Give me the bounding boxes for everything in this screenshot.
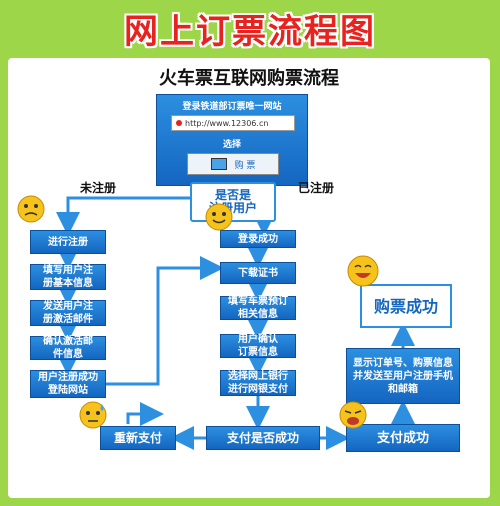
smiling-face-icon (205, 203, 233, 231)
step-online-bank-pay: 选择网上银行 进行网银支付 (220, 370, 296, 396)
arrow-retry-loop (126, 402, 164, 426)
step-login-success: 登录成功 (220, 230, 296, 248)
select-label: 选择 (222, 140, 241, 150)
diagram-subtitle: 火车票互联网购票流程 (159, 68, 339, 89)
buy-ticket-label: 购 票 (234, 160, 256, 171)
buy-ticket-button[interactable]: 购 票 (187, 153, 279, 175)
edge-label-registered: 已注册 (298, 181, 335, 195)
edge-label-unregistered: 未注册 (80, 181, 117, 195)
step-notify-order: 显示订单号、购票信息 并发送至用户注册手机 和邮箱 (346, 348, 460, 404)
decision-pay-success: 支付是否成功 (206, 426, 320, 450)
laughing-face-icon (347, 255, 379, 287)
sweating-face-icon (79, 401, 107, 429)
url-text: http://www.12306.cn (185, 118, 269, 128)
url-bar[interactable]: http://www.12306.cn (171, 115, 295, 131)
step-fill-ticket-info: 填写车票预订 相关信息 (220, 296, 296, 320)
step-fill-register-info: 填写用户注 册基本信息 (30, 264, 106, 290)
step-retry-pay: 重新支付 (100, 426, 176, 450)
banner-title: 网上订票流程图 (124, 11, 376, 52)
arrow-unregistered (56, 196, 190, 236)
step-pay-success: 支付成功 (346, 424, 460, 452)
browser-icon (176, 120, 182, 126)
step-download-cert: 下载证书 (220, 262, 296, 284)
arrow-registered-login (106, 256, 224, 386)
site-panel: 登录铁道部订票唯一网站 http://www.12306.cn 选择 购 票 (156, 94, 308, 186)
step-send-activation: 发送用户注 册激活邮件 (30, 300, 106, 326)
crying-face-icon (339, 401, 367, 429)
monitor-icon (210, 158, 227, 170)
step-register-success: 用户注册成功 登陆网站 (30, 370, 106, 398)
step-register: 进行注册 (30, 230, 106, 254)
diagram-canvas: 火车票互联网购票流程 (8, 58, 490, 498)
decision-registered-user: 是否是 注册用户 (190, 182, 276, 222)
step-confirm-ticket: 用户确认 订票信息 (220, 334, 296, 358)
step-confirm-activation: 确认激活邮 件信息 (30, 336, 106, 360)
worried-face-icon (17, 195, 45, 223)
banner: 网上订票流程图 (0, 0, 500, 56)
purchase-success: 购票成功 (360, 284, 452, 328)
site-panel-title: 登录铁道部订票唯一网站 (182, 102, 282, 112)
